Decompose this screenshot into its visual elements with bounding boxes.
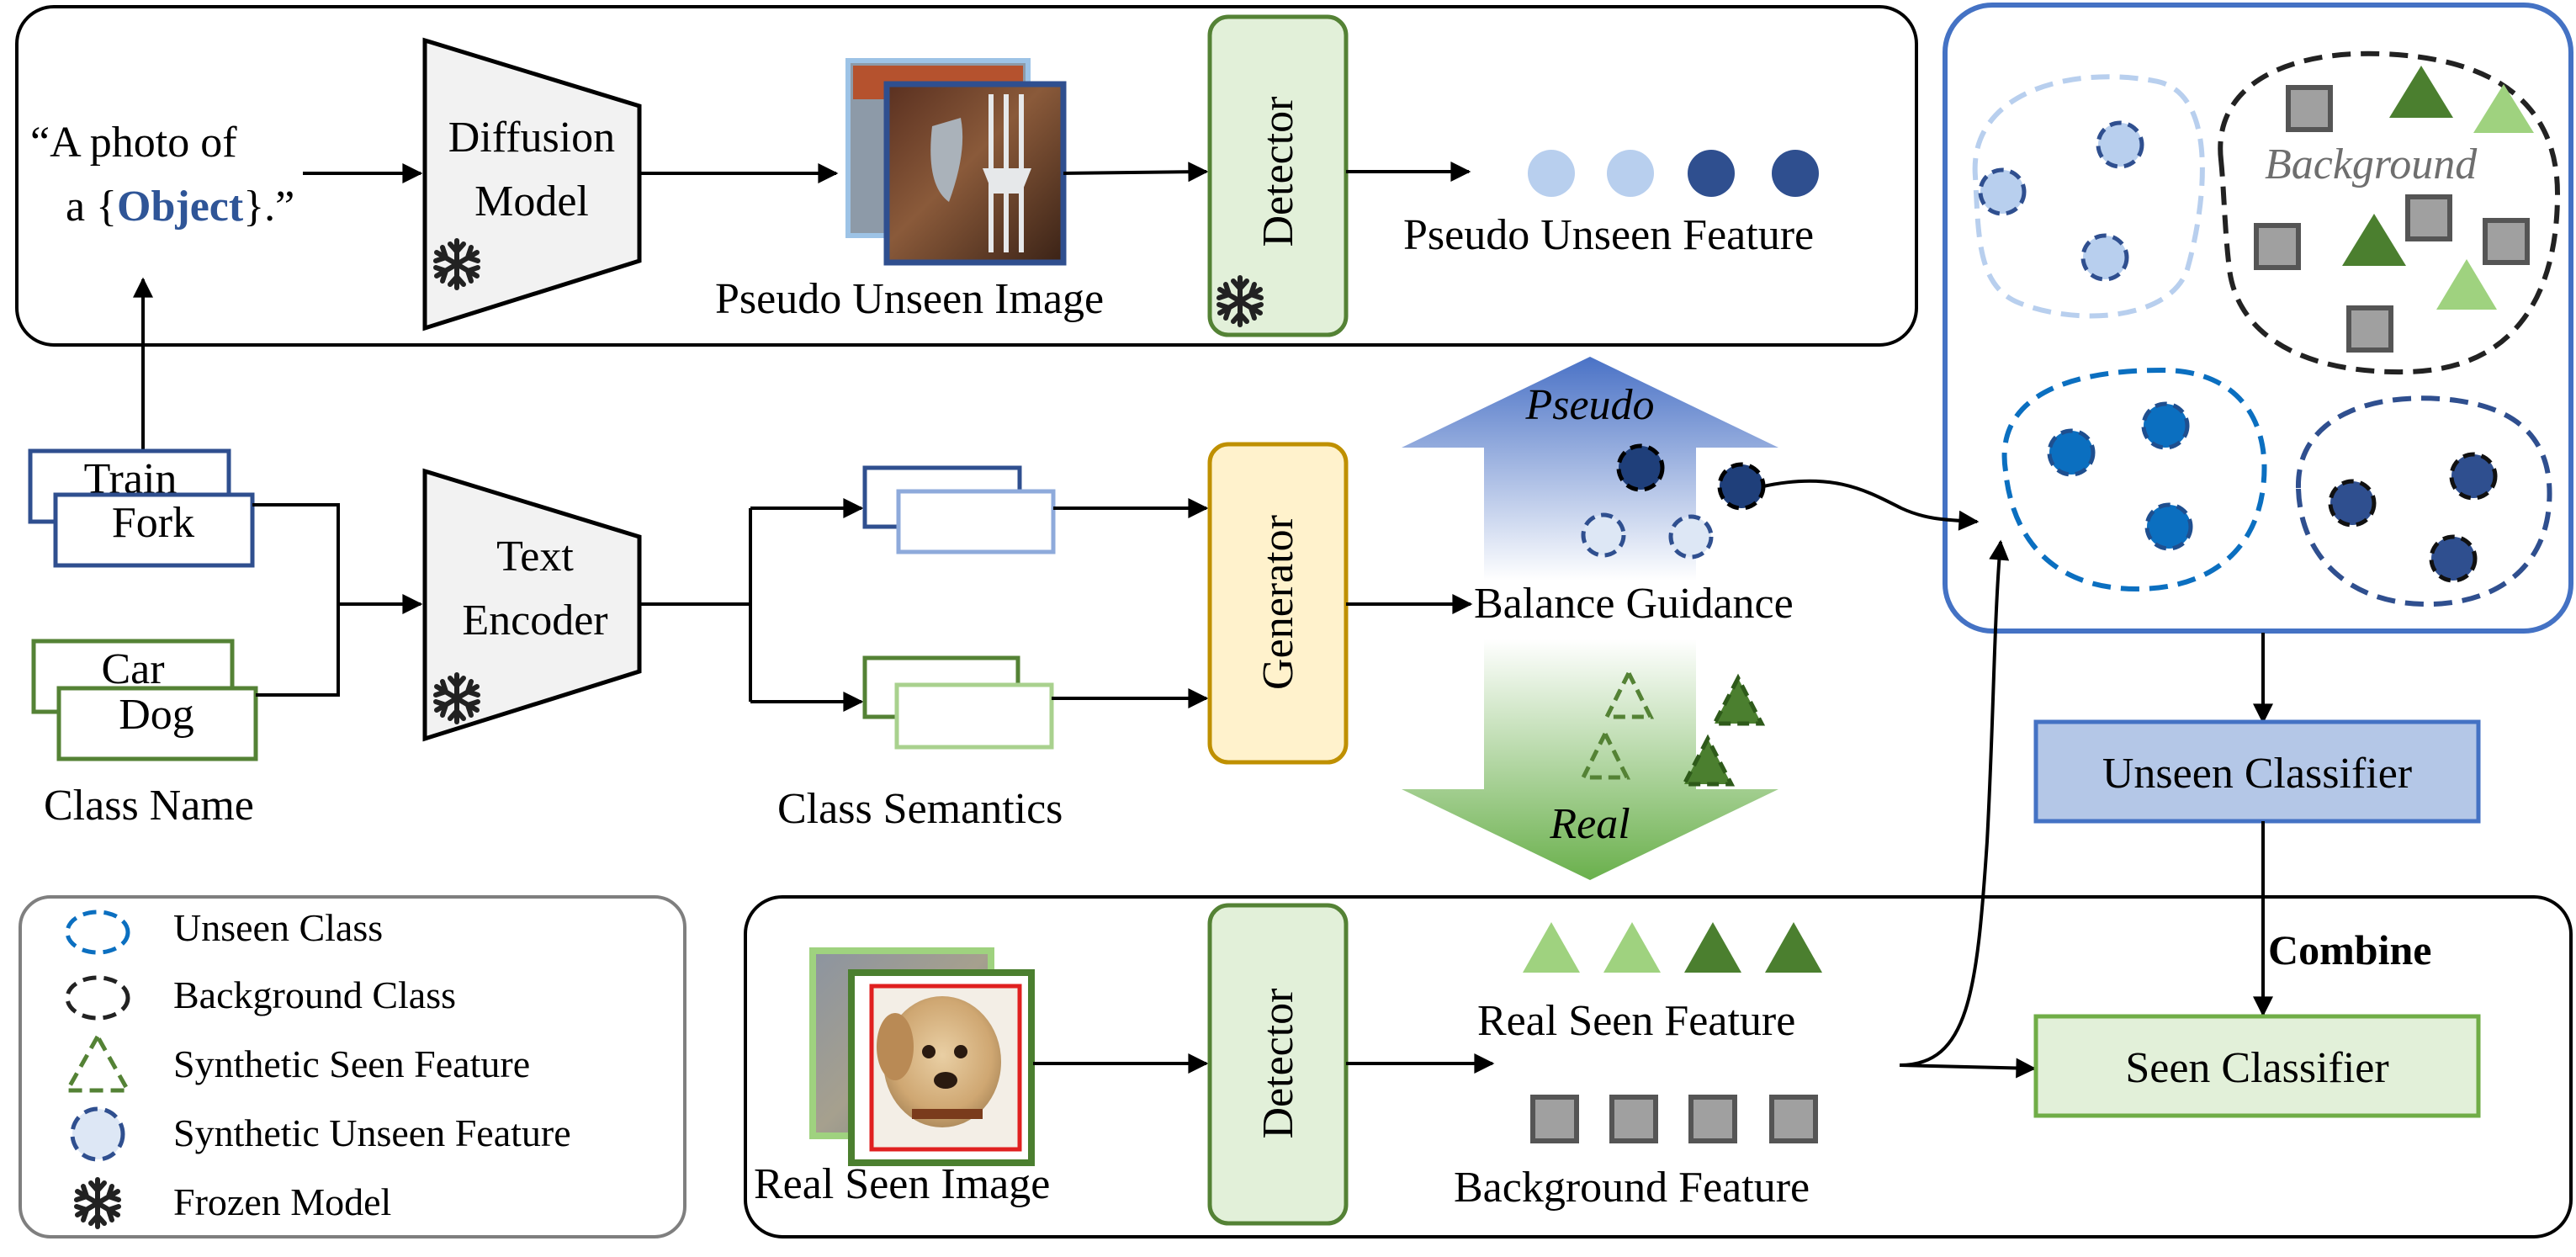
- class-name-dog: Dog: [119, 691, 194, 739]
- class-semantics-seen: [862, 655, 1054, 750]
- arrow-real-features-to-feature-space: [1899, 539, 2010, 1067]
- synthetic-unseen-feature-icon: [70, 1106, 125, 1162]
- background-feature-squares: [1530, 1095, 1818, 1143]
- snowflake-icon: [77, 1180, 119, 1227]
- background-cluster: [2218, 50, 2561, 375]
- legend-item: Frozen Model: [77, 1180, 391, 1227]
- real-seen-feature-triangles: [1523, 922, 1822, 973]
- pseudo-unseen-feature-label: Pseudo Unseen Feature: [1403, 211, 1814, 259]
- connector-class-names: [252, 503, 340, 697]
- diffusion-label-2: Model: [474, 178, 589, 225]
- legend-label: Frozen Model: [173, 1180, 391, 1223]
- pseudo-unseen-image-label: Pseudo Unseen Image: [715, 275, 1104, 323]
- seen-classifier-label: Seen Classifier: [2125, 1044, 2388, 1092]
- detector-top-block: [1207, 14, 1349, 337]
- class-name-card: [53, 492, 255, 568]
- unseen-cluster-mid: [2001, 367, 2267, 592]
- class-name-caption: Class Name: [44, 782, 254, 830]
- pseudo-unseen-cluster: [1972, 74, 2205, 319]
- unseen-cluster-mid-points: [2047, 401, 2193, 551]
- real-seen-image-stack: [809, 947, 1035, 1166]
- prompt-object-token: Object: [117, 183, 244, 231]
- arrow-real-features-to-seen-classifier: [1899, 1058, 2037, 1079]
- background-class-icon: [65, 975, 130, 1021]
- feature-space-panel: [1943, 3, 2573, 634]
- real-seen-image-label: Real Seen Image: [754, 1160, 1050, 1208]
- class-name-car: Car: [101, 645, 164, 693]
- legend-item: Unseen Class: [65, 906, 383, 955]
- legend-label: Background Class: [173, 973, 456, 1016]
- text-encoder-block: [422, 468, 642, 742]
- background-feature-label: Background Feature: [1454, 1164, 1810, 1212]
- class-semantics-caption: Class Semantics: [777, 785, 1063, 833]
- real-seen-feature-label: Real Seen Feature: [1477, 997, 1795, 1045]
- unseen-classifier-block: [2033, 719, 2481, 824]
- class-name-card: [56, 686, 258, 761]
- class-semantics-unseen: [862, 465, 1056, 554]
- text-encoder-label-1: Text: [496, 533, 574, 581]
- unseen-cluster-dark: [2295, 395, 2552, 607]
- seen-classifier-block: [2033, 1014, 2481, 1118]
- balance-guidance-label: Balance Guidance: [1474, 580, 1794, 628]
- legend-label: Unseen Class: [173, 906, 383, 949]
- class-name-fork: Fork: [112, 499, 194, 547]
- background-cluster-label: Background: [2265, 141, 2478, 188]
- legend-item: Background Class: [65, 973, 456, 1021]
- prompt-line-1: “A photo of: [30, 119, 237, 167]
- detector-bottom-label: Detector: [1254, 988, 1302, 1138]
- legend-item: Synthetic Seen Feature: [63, 1032, 530, 1093]
- unseen-classifier-label: Unseen Classifier: [2102, 750, 2412, 798]
- real-label: Real: [1549, 800, 1630, 848]
- detector-top-label: Detector: [1254, 96, 1302, 247]
- synthetic-seen-features: [1579, 668, 1766, 787]
- bottom-panel: [744, 895, 2573, 1238]
- synthetic-unseen-features: [1581, 443, 1766, 560]
- legend-label: Synthetic Unseen Feature: [173, 1111, 571, 1154]
- combine-label: Combine: [2268, 926, 2431, 973]
- arrow-synthetic-to-feature-space: [1762, 479, 1980, 531]
- diffusion-model-block: [422, 37, 642, 331]
- unseen-cluster-dark-points: [2328, 452, 2498, 583]
- unseen-class-icon: [65, 910, 130, 955]
- legend-item: Synthetic Unseen Feature: [70, 1106, 571, 1162]
- pseudo-unseen-image-stack: [845, 58, 1067, 266]
- background-cluster-triangles: [2342, 66, 2534, 310]
- prompt-line-2: a {Object}.”: [66, 183, 294, 231]
- legend-box: [19, 895, 686, 1238]
- text-encoder-label-2: Encoder: [462, 597, 607, 644]
- synthetic-seen-feature-icon: [63, 1032, 132, 1093]
- top-panel: [15, 5, 1918, 347]
- arrow-image-to-detector: [1063, 162, 1209, 183]
- diffusion-label-1: Diffusion: [448, 114, 615, 162]
- legend-label: Synthetic Seen Feature: [173, 1042, 530, 1085]
- generator-label: Generator: [1254, 515, 1302, 690]
- pseudo-unseen-feature-dots: [1528, 150, 1819, 197]
- pseudo-unseen-cluster-points: [1978, 120, 2144, 282]
- background-cluster-squares: [2254, 85, 2530, 353]
- pseudo-label: Pseudo: [1524, 381, 1654, 429]
